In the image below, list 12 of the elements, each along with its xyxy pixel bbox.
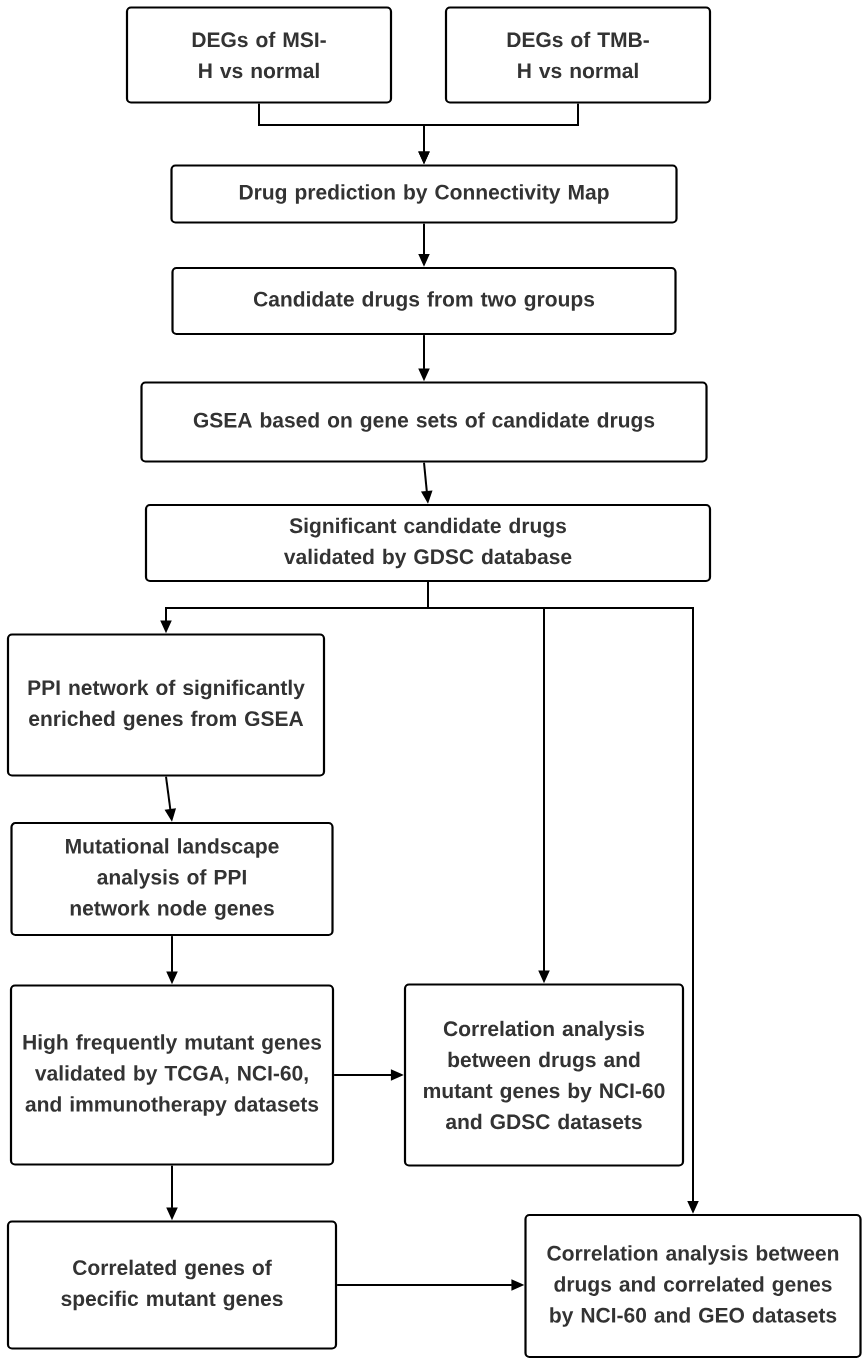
process-box: DEGs of TMB-H vs normal: [444, 6, 712, 104]
process-box: High frequently mutant genes validated by TCGA, NCI-60, and immunotherapy datasets: [9, 984, 335, 1166]
process-box: PPI network of significantly enriched genes from GSEA: [6, 633, 326, 777]
process-box: DEGs of MSI-H vs normal: [125, 6, 393, 104]
process-box: Mutational landscape analysis of PPI network node genes: [10, 821, 334, 937]
process-box: Significant candidate drugs validated by GDSC database: [144, 503, 712, 583]
process-box: GSEA based on gene sets of candidate drugs: [140, 381, 708, 463]
process-box: Candidate drugs from two groups: [171, 266, 677, 336]
process-box: Correlation analysis between drugs and mutant genes by NCI-60 and GDSC datasets: [403, 983, 685, 1167]
process-box: Correlated genes of specific mutant genes: [6, 1220, 338, 1350]
process-box: Drug prediction by Connectivity Map: [170, 164, 678, 224]
process-box: Correlation analysis between drugs and correlated genes by NCI-60 and GEO datasets: [524, 1213, 862, 1359]
